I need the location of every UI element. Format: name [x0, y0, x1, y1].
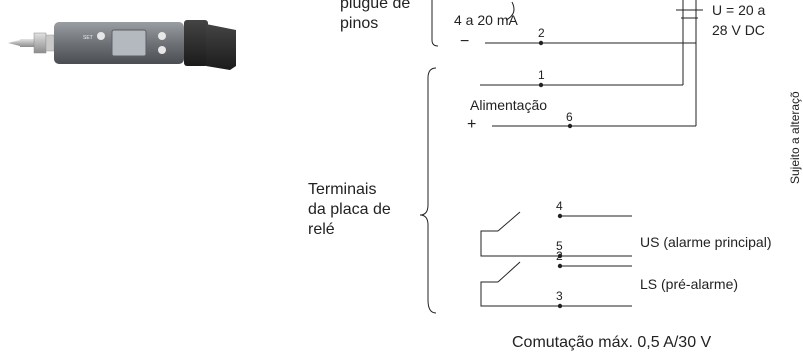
- relay-terminals-label-line2: da placa de: [308, 201, 391, 218]
- down-button: [158, 46, 166, 54]
- minus-sign: −: [460, 33, 470, 50]
- max-switching-note: Comutação máx. 0,5 A/30 V: [512, 334, 712, 351]
- sensor-device-illustration: SET: [8, 20, 236, 70]
- relay-terminals-brace: [419, 67, 437, 314]
- current-signal-symbol: [505, 1, 515, 21]
- side-note-vertical: Sujeito a alteraçõ: [788, 91, 802, 184]
- pin-2-number: 2: [538, 26, 545, 40]
- terminal-dot-5: [557, 253, 563, 259]
- terminal-dot-2: [538, 40, 544, 46]
- terminal-dot-6: [567, 123, 573, 129]
- supply-voltage-line2: 28 V DC: [712, 22, 765, 38]
- ls-alarm-label: LS (pré-alarme): [640, 276, 739, 292]
- plug-terminals-label-line2: pinos: [340, 15, 379, 32]
- ls-switch-arm: [497, 261, 521, 283]
- pin-relay-2-number: 2: [556, 249, 563, 263]
- set-button: [97, 32, 105, 40]
- pin-4-number: 4: [556, 199, 563, 213]
- power-label: Alimentação: [470, 97, 548, 113]
- cable-plug: [184, 20, 208, 66]
- ls-loop: [480, 281, 632, 307]
- us-alarm-label: US (alarme principal): [640, 234, 772, 250]
- cable-plug-angled: [206, 24, 236, 70]
- terminal-dot-4: [557, 213, 563, 219]
- terminal-dot-3: [557, 303, 563, 309]
- probe-tip: [8, 39, 34, 47]
- relay-terminals-label-line3: relé: [308, 221, 335, 238]
- pin-1-number: 1: [538, 68, 545, 82]
- pin-5-number: 5: [556, 239, 563, 253]
- us-switch-arm: [497, 211, 521, 232]
- terminal-dot-1: [538, 82, 544, 88]
- terminal-dot-relay-2: [557, 263, 563, 269]
- display-window: [111, 29, 147, 57]
- pin-3-number: 3: [556, 289, 563, 303]
- supply-voltage-line1: U = 20 a: [712, 2, 766, 18]
- us-loop: [480, 230, 632, 257]
- plug-terminals-label-line1: plugue de: [340, 0, 411, 12]
- current-output-label: 4 a 20 mA: [454, 12, 518, 28]
- up-button: [158, 32, 166, 40]
- plug-terminals-brace: [431, 0, 439, 47]
- set-button-label: SET: [83, 35, 93, 41]
- pin-6-number: 6: [566, 110, 573, 124]
- plus-sign: +: [467, 116, 477, 133]
- relay-terminals-label-line1: Terminais: [308, 181, 377, 198]
